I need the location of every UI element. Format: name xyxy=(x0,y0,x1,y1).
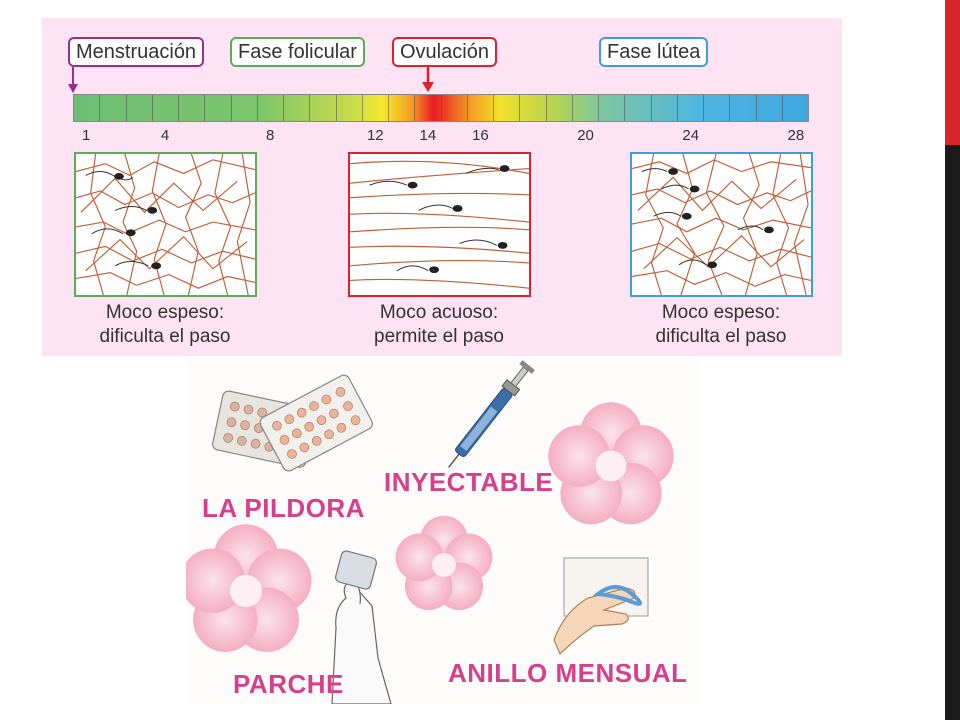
timeline-day-label: 20 xyxy=(577,127,594,144)
pill-pack-icon xyxy=(212,374,373,472)
thick-mucus-mesh-right xyxy=(632,154,811,295)
timeline-day-cell xyxy=(232,95,258,121)
timeline-day-label: 16 xyxy=(472,127,489,144)
timeline-day-cell xyxy=(100,95,127,121)
timeline-day-cell xyxy=(363,95,389,121)
timeline-day-cell xyxy=(153,95,179,121)
thick-mucus-mesh-left xyxy=(76,154,255,295)
flower-icon-bottom-left xyxy=(186,524,312,652)
caption-center-line1: Moco acuoso: xyxy=(379,302,499,323)
timeline-day-cell xyxy=(704,95,731,121)
caption-right-line2: dificulta el paso xyxy=(655,326,787,347)
mucus-panel-thick-right xyxy=(630,152,813,297)
caption-right-line1: Moco espeso: xyxy=(661,302,781,323)
phase-label-folicular: Fase folicular xyxy=(230,37,365,67)
caption-left-line1: Moco espeso: xyxy=(105,302,225,323)
timeline-day-cell xyxy=(599,95,626,121)
timeline-day-label: 8 xyxy=(265,127,275,144)
timeline-day-cell xyxy=(757,95,783,121)
timeline-day-cell xyxy=(74,95,101,121)
sperm-group-center xyxy=(369,165,510,274)
caption-thick-mucus-left: Moco espeso: dificulta el paso xyxy=(55,301,275,349)
timeline-day-cell xyxy=(520,95,547,121)
timeline-day-cell xyxy=(415,95,442,121)
timeline-day-cell xyxy=(730,95,757,121)
timeline-day-cell xyxy=(625,95,652,121)
sperm-group-right xyxy=(641,168,774,269)
timeline-day-cell xyxy=(179,95,206,121)
syringe-icon xyxy=(448,360,535,468)
watery-mucus-strands xyxy=(350,160,529,289)
timeline-day-label: 28 xyxy=(787,127,805,144)
caption-watery-mucus: Moco acuoso: permite el paso xyxy=(329,301,549,349)
flower-icon-top-right xyxy=(548,402,674,525)
timeline-day-label: 4 xyxy=(160,127,170,144)
timeline-day-label: 14 xyxy=(419,127,437,144)
timeline-day-cell xyxy=(127,95,153,121)
contraceptive-methods-illustration: LA PILDORA INYECTABLE PARCHE ANILLO MENS… xyxy=(186,358,698,704)
timeline-day-label: 1 xyxy=(81,127,91,144)
caption-center-line2: permite el paso xyxy=(374,326,504,347)
method-label-pildora: LA PILDORA xyxy=(202,493,365,523)
ring-in-hand-icon xyxy=(553,557,649,656)
timeline-day-cell xyxy=(573,95,599,121)
caption-left-line2: dificulta el paso xyxy=(99,326,231,347)
phase-label-ovulacion: Ovulación xyxy=(392,37,497,67)
timeline-day-cell xyxy=(284,95,311,121)
timeline-day-cell xyxy=(442,95,468,121)
cycle-diagram: Menstruación Fase folicular Ovulación Fa… xyxy=(42,18,842,356)
mucus-panel-thick-left xyxy=(74,152,257,297)
timeline-day-cell xyxy=(205,95,232,121)
timeline-day-cell xyxy=(310,95,337,121)
side-accent-dark xyxy=(945,145,960,720)
timeline-day-label: 12 xyxy=(366,127,384,144)
timeline-day-cell xyxy=(494,95,521,121)
caption-thick-mucus-right: Moco espeso: dificulta el paso xyxy=(611,301,831,349)
timeline-day-label: 24 xyxy=(682,127,700,144)
timeline-day-cell xyxy=(678,95,704,121)
phase-label-menstruacion: Menstruación xyxy=(68,37,205,67)
timeline-day-cell xyxy=(547,95,573,121)
flower-icon-center xyxy=(395,515,493,611)
method-label-parche: PARCHE xyxy=(233,669,344,699)
mucus-panel-watery xyxy=(348,152,531,297)
timeline-day-cell xyxy=(389,95,416,121)
pointer-ovulacion xyxy=(422,67,434,92)
timeline-day-cell xyxy=(468,95,494,121)
side-accent-red xyxy=(945,0,960,145)
timeline-day-cell xyxy=(337,95,363,121)
phase-label-lutea: Fase lútea xyxy=(599,37,709,67)
patch-in-hand-icon xyxy=(331,550,392,704)
sperm-group-left xyxy=(85,171,162,270)
method-label-anillo: ANILLO MENSUAL xyxy=(448,658,688,688)
methods-artwork xyxy=(186,360,674,704)
pointer-menstruacion xyxy=(68,67,78,93)
timeline-day-cell xyxy=(652,95,678,121)
timeline-day-cell xyxy=(258,95,284,121)
method-label-inyectable: INYECTABLE xyxy=(384,467,554,497)
cycle-timeline xyxy=(73,94,809,122)
phase-pointers xyxy=(68,67,434,93)
timeline-day-cell xyxy=(783,95,808,121)
